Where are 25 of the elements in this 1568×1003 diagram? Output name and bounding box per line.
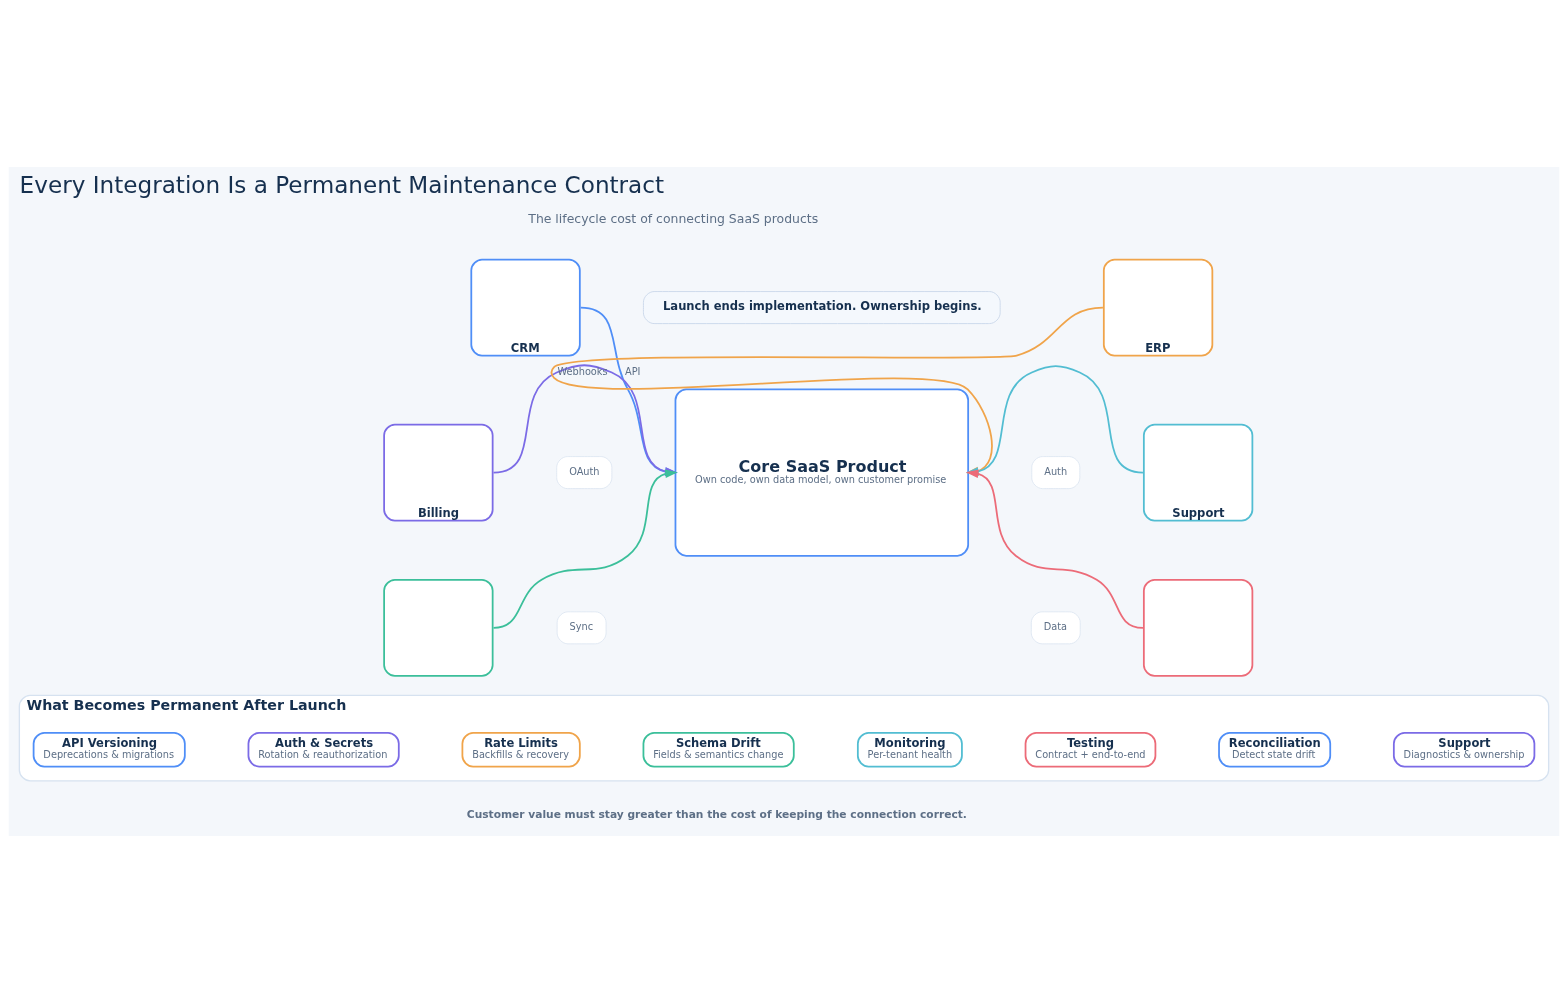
diagram-title: Every Integration Is a Permanent Maintenance Contract: [19, 171, 665, 198]
node-box: CRM: [470, 258, 581, 357]
node-box: Support: [1142, 423, 1254, 522]
node-box: Reconciliation Detect state drift: [1218, 731, 1332, 768]
node-box: Monitoring Per-tenant health: [856, 731, 963, 768]
caption: Customer value must stay greater than the cost of keeping the connection correct.: [466, 808, 967, 822]
node-box: Billing: [383, 423, 494, 522]
node-box: Sync: [556, 611, 607, 645]
node-box: API Versioning Deprecations & migrations: [32, 731, 186, 768]
node-box: Core SaaS Product Own code, own data model, own customer promise: [674, 388, 970, 557]
label: The lifecycle cost of connecting SaaS products: [528, 210, 819, 226]
node-box: Schema Drift Fields & semantics change: [642, 731, 795, 768]
node-box: ERP: [1102, 258, 1214, 357]
node-box: Data: [1030, 611, 1081, 645]
node-box: Rate Limits Backfills & recovery: [461, 731, 581, 768]
node-box: OAuth: [556, 456, 613, 490]
node-box: [1142, 578, 1254, 677]
node-box: Testing Contract + end-to-end: [1024, 731, 1157, 768]
node-box: Launch ends implementation. Ownership begins.: [643, 291, 1001, 324]
node-box: Auth: [1031, 456, 1081, 490]
node-box: [383, 578, 494, 677]
edge-label: Webhooks: [557, 365, 608, 377]
node-box: Support Diagnostics & ownership: [1392, 731, 1536, 768]
edge-label: API: [625, 365, 641, 377]
node-box: Auth & Secrets Rotation & reauthorization: [247, 731, 400, 768]
